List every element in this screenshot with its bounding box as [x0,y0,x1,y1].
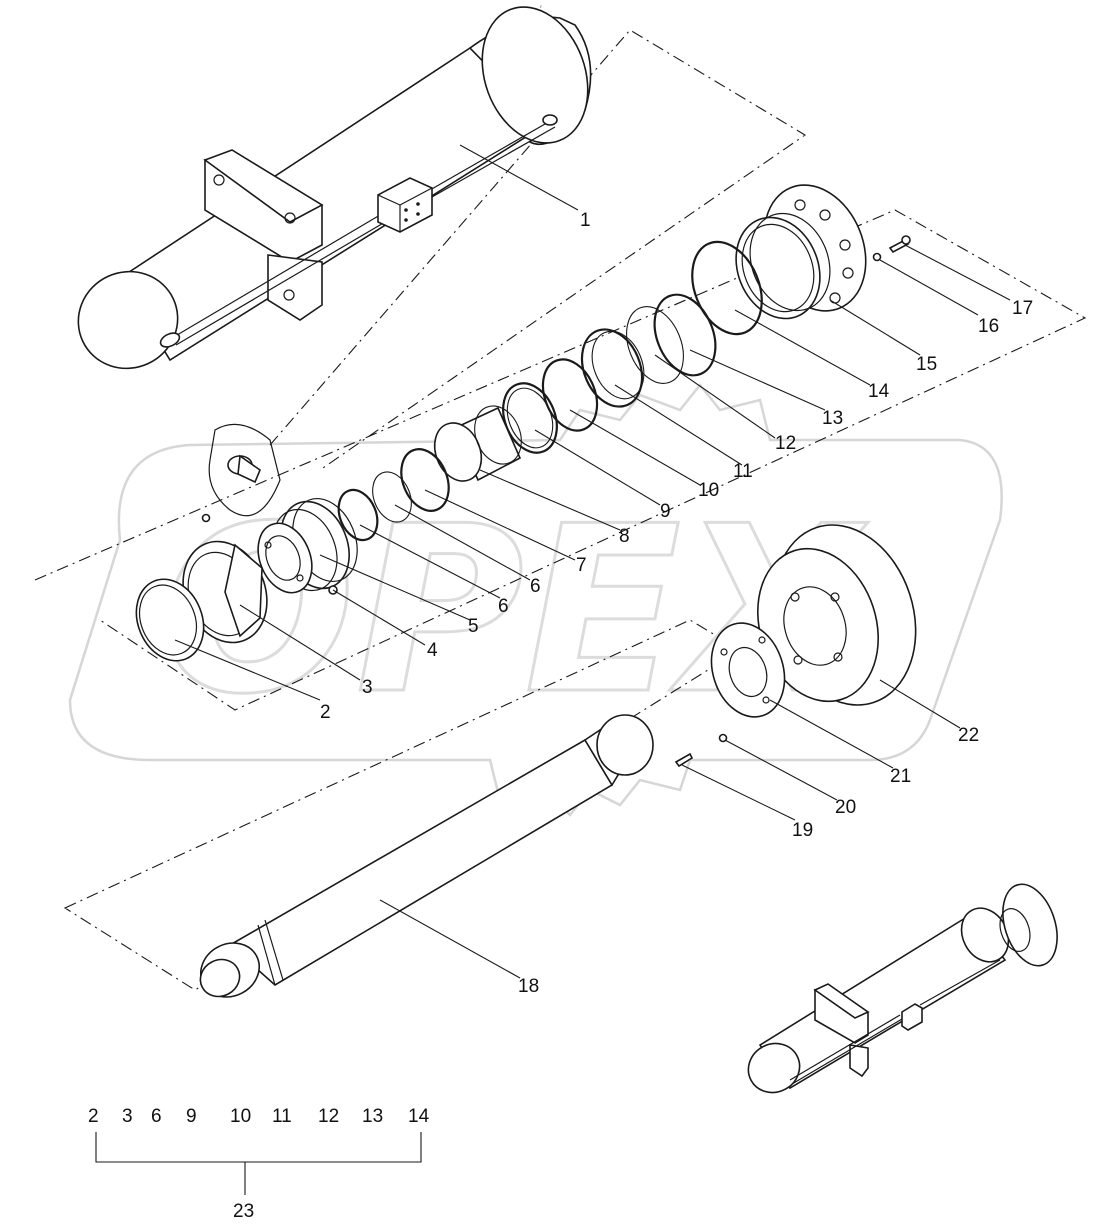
cylinder-head [735,184,867,320]
seal-kit-group: 2 3 6 9 10 11 12 13 14 23 [88,1106,430,1222]
washer-16 [872,252,882,262]
callout-21: 21 [890,766,911,787]
callout-4: 4 [427,640,438,661]
ring-6a [337,488,379,542]
callout-17: 17 [1012,298,1033,319]
callout-2: 2 [320,702,331,723]
callout-15: 15 [916,354,937,375]
kit-item: 10 [230,1106,251,1127]
kit-item: 3 [122,1106,133,1127]
callout-11: 11 [733,461,753,482]
bolt-19 [674,752,694,768]
callout-5: 5 [468,616,479,637]
flange-22 [757,524,917,706]
guide-sleeve-3 [182,540,268,644]
ring-12 [626,306,684,384]
callout-14: 14 [868,381,890,402]
piston-rod-18 [199,714,654,998]
envelope-piston-group [34,209,1087,711]
callout-1: 1 [580,210,591,231]
ball-stud-inset [201,423,281,523]
wiper-ring-2 [135,578,205,662]
callout-12: 12 [775,433,796,454]
callout-19: 19 [792,820,813,841]
corner-mark: ′ [540,4,542,14]
kit-total: 23 [233,1201,254,1222]
callout-16: 16 [978,316,999,337]
cylinder-barrel [77,6,592,370]
kit-item: 14 [408,1106,430,1127]
callout-9: 9 [660,501,671,522]
ring-13 [653,293,717,377]
kit-item: 9 [186,1106,197,1127]
kit-item: 12 [318,1106,339,1127]
washer-20 [718,733,728,743]
callout-10: 10 [698,480,719,501]
callout-8: 8 [619,526,630,547]
leader-lines [174,144,1011,979]
callout-22: 22 [958,725,979,746]
callout-13: 13 [822,408,843,429]
kit-item: 2 [88,1106,99,1127]
seal-rings [337,240,763,542]
kit-item: 13 [362,1106,383,1127]
envelope-barrel [269,29,807,471]
callout-18: 18 [518,976,539,997]
callout-3: 3 [362,677,373,698]
kit-bracket [95,1132,422,1195]
piston-5 [257,497,358,594]
ring-7 [400,448,450,512]
callout-20: 20 [835,797,856,818]
callout-6a: 6 [498,596,509,617]
callout-6b: 6 [530,576,541,597]
kit-item: 6 [151,1106,162,1127]
bolt-17 [888,235,911,254]
assembled-cylinder-view [747,883,1058,1094]
callout-labels: 1 2 3 4 5 6 6 7 8 9 10 11 12 13 14 15 16… [320,210,1033,997]
ring-11 [580,328,644,408]
split-ring-21 [710,622,786,718]
ring-14 [691,240,763,336]
kit-item: 11 [272,1106,292,1127]
ring-6b [372,471,412,523]
callout-7: 7 [576,555,587,576]
